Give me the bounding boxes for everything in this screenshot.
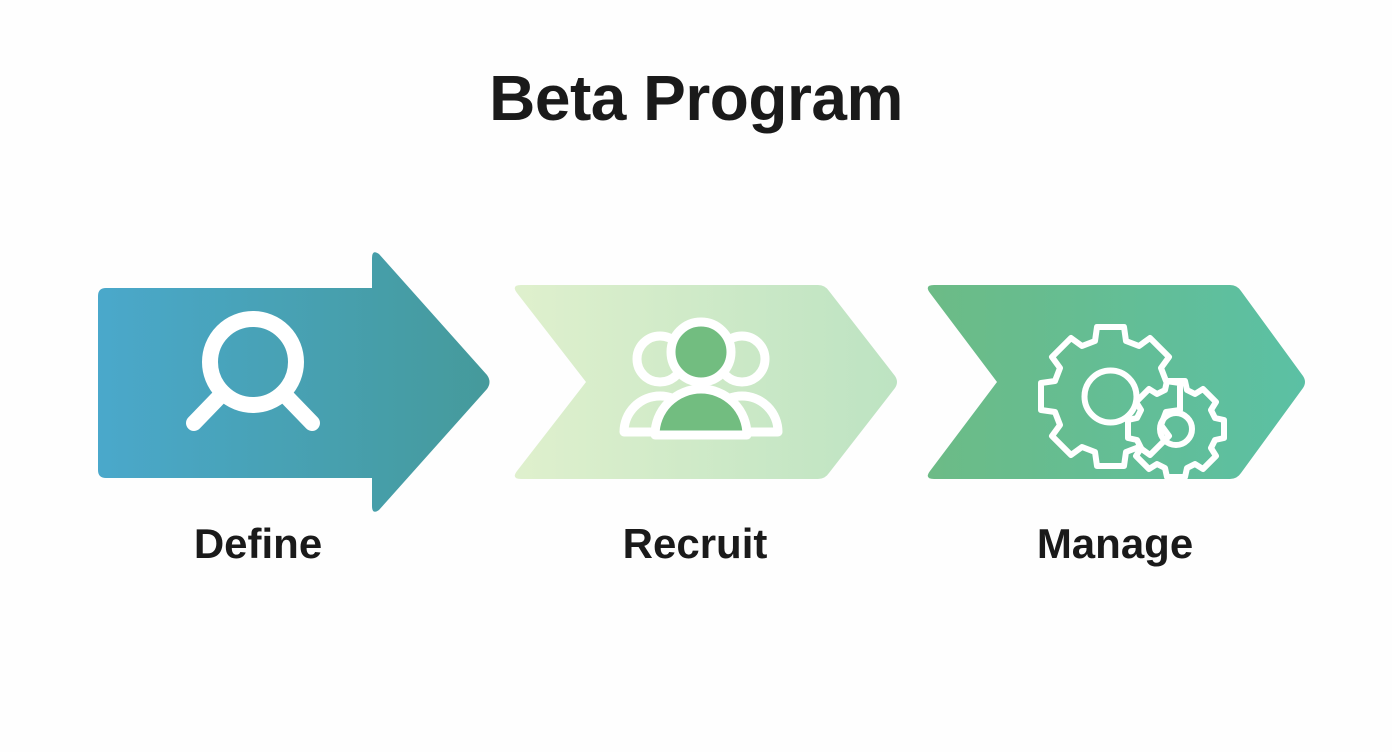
gears-icon [1038,324,1227,480]
magnifier-handle-right-icon [275,385,320,431]
step-label-define: Define [193,520,323,567]
gear-small-icon [1125,378,1227,480]
magnifier-handle-left-icon [186,385,231,431]
step-label-manage: Manage [1036,520,1194,567]
page-title: Beta Program [489,62,903,134]
step-label-recruit: Recruit [622,520,768,567]
gear-small-hub-icon [1157,410,1195,448]
magnifier-lens-icon [202,311,304,413]
gear-large-hub-icon [1081,367,1140,426]
person-center-icon [650,317,752,440]
step-3-chevron-shape[interactable] [927,285,1305,479]
step-1-define[interactable] [98,252,490,512]
step-2-recruit[interactable] [514,285,897,479]
people-group-icon [619,317,783,440]
gear-large-icon [1038,324,1183,469]
step-3-manage[interactable] [927,285,1305,480]
magnifier-icon [186,311,320,431]
